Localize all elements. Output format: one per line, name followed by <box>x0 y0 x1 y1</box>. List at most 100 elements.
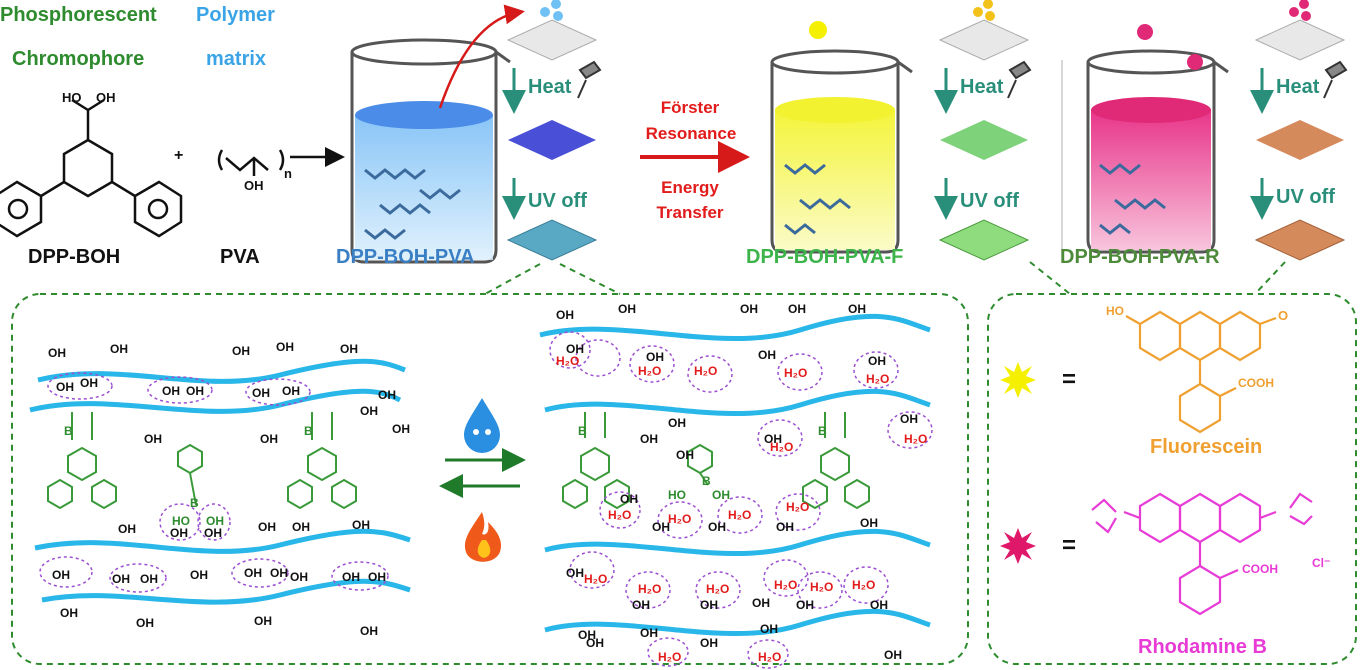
oh-wet-12: OH <box>764 432 782 446</box>
beaker-dpp-boh-pva-f <box>770 21 913 254</box>
rhodamine-cl: Cl⁻ <box>1312 556 1331 570</box>
boron-wet-center: B <box>702 474 711 488</box>
fluorescein-o: O <box>1278 308 1289 323</box>
oh-wet-1: OH <box>618 302 636 316</box>
oh-wet-13: OH <box>676 448 694 462</box>
uv-off-label-1: UV off <box>528 190 587 212</box>
pva-label: PVA <box>220 246 260 268</box>
fluorescein-burst-icon <box>1000 362 1036 398</box>
boron-groups-wet <box>562 412 870 510</box>
oh-wet-23: OH <box>796 598 814 612</box>
uv-off-label-3: UV off <box>1276 186 1335 208</box>
h2o-11: H₂O <box>584 572 608 586</box>
oh-dry-29: OH <box>342 570 360 584</box>
oh-wet-2: OH <box>740 302 758 316</box>
oh-wet-4: OH <box>848 302 866 316</box>
oh-dry-5: OH <box>56 380 74 394</box>
pva-n-label: n <box>284 166 292 181</box>
h2o-17: H₂O <box>658 650 682 664</box>
oh-wet-25: OH <box>578 628 596 642</box>
dpp-oh-label: OH <box>96 90 116 105</box>
fluorescein-cooh: COOH <box>1238 376 1274 390</box>
oh-dry-33: OH <box>254 614 272 628</box>
fret-line-2: Resonance <box>645 124 737 143</box>
fluorescein-ho: HO <box>1106 304 1124 318</box>
plus-sign: + <box>174 147 184 164</box>
oh-dry-34: OH <box>360 624 378 638</box>
oh-wet-8: OH <box>868 354 886 368</box>
film-column-3 <box>1250 0 1348 261</box>
equals-sign-2: = <box>1062 532 1077 559</box>
oh-dry-4: OH <box>340 342 358 356</box>
oh-dry-18: OH <box>204 526 222 540</box>
h2o-5: H₂O <box>904 432 928 446</box>
release-arrow <box>438 4 525 109</box>
oh-dry-17: OH <box>170 526 188 540</box>
fret-line-3: Energy <box>661 178 719 197</box>
oh-wet-20: OH <box>632 598 650 612</box>
oh-dry-15: OH <box>360 404 378 418</box>
pva-oh-label: OH <box>244 178 264 193</box>
beaker-dpp-boh-pva-r <box>1086 24 1229 254</box>
fluorescein-structure <box>1125 310 1277 434</box>
heat-label-2: Heat <box>960 76 1004 98</box>
oh-dry-30: OH <box>368 570 386 584</box>
oh-dry-26: OH <box>244 566 262 580</box>
rhodamine-label: Rhodamine B <box>1138 636 1267 658</box>
oh-dry-31: OH <box>60 606 78 620</box>
fret-line-4: Transfer <box>656 203 724 222</box>
h2o-2: H₂O <box>694 364 718 378</box>
h2o-6: H₂O <box>770 440 794 454</box>
oh-wet-0: OH <box>556 308 574 322</box>
h2o-12: H₂O <box>638 582 662 596</box>
oh-dry-3: OH <box>276 340 294 354</box>
boron-dry-center: B <box>190 496 199 510</box>
oh-dry-7: OH <box>162 384 180 398</box>
equals-sign-1: = <box>1062 366 1077 393</box>
oh-dry-25: OH <box>190 568 208 582</box>
uv-off-label-2: UV off <box>960 190 1019 212</box>
oh-wet-26: OH <box>640 626 658 640</box>
beaker-dpp-boh-pva <box>350 38 511 264</box>
oh-dry-13: OH <box>144 432 162 446</box>
h2o-8: H₂O <box>668 512 692 526</box>
h2o-9: H₂O <box>728 508 752 522</box>
oh-wet-10: OH <box>640 432 658 446</box>
oh-dry-6: OH <box>80 376 98 390</box>
rhodamine-cooh: COOH <box>1242 562 1278 576</box>
oh-wet-30: OH <box>884 648 902 662</box>
dpp-boh-structure <box>0 98 183 238</box>
oh-dry-9: OH <box>252 386 270 400</box>
oh-dry-14: OH <box>260 432 278 446</box>
oh-dry-16: OH <box>118 522 136 536</box>
oh-dry-10: OH <box>282 384 300 398</box>
oh-dry-23: OH <box>112 572 130 586</box>
oh-dry-11: OH <box>378 388 396 402</box>
oh-wet-27: OH <box>586 636 604 650</box>
h2o-4: H₂O <box>866 372 890 386</box>
oh-dry-2: OH <box>232 344 250 358</box>
h2o-0: H₂O <box>556 354 580 368</box>
fire-icon <box>464 512 502 562</box>
h2o-3: H₂O <box>784 366 808 380</box>
oh-wet-7: OH <box>758 348 776 362</box>
water-drop-icon <box>464 398 500 453</box>
pva-chains-dry <box>29 358 411 605</box>
fret-line-1: Förster <box>660 98 720 117</box>
phosphorescent-label: Phosphorescent <box>0 4 157 26</box>
b-ho-wet: HO <box>668 488 686 502</box>
oh-dry-20: OH <box>292 520 310 534</box>
chromophore-label: Chromophore <box>12 48 145 70</box>
heat-label-3: Heat <box>1276 76 1320 98</box>
h2o-18: H₂O <box>758 650 782 664</box>
film-column-1 <box>502 0 602 261</box>
oh-wet-29: OH <box>760 622 778 636</box>
film-column-2 <box>934 0 1032 261</box>
h2o-14: H₂O <box>774 578 798 592</box>
dpp-ho-label: HO <box>62 90 82 105</box>
oh-dry-1: OH <box>110 342 128 356</box>
oh-wet-18: OH <box>860 516 878 530</box>
h2o-1: H₂O <box>638 364 662 378</box>
heat-label-1: Heat <box>528 76 572 98</box>
